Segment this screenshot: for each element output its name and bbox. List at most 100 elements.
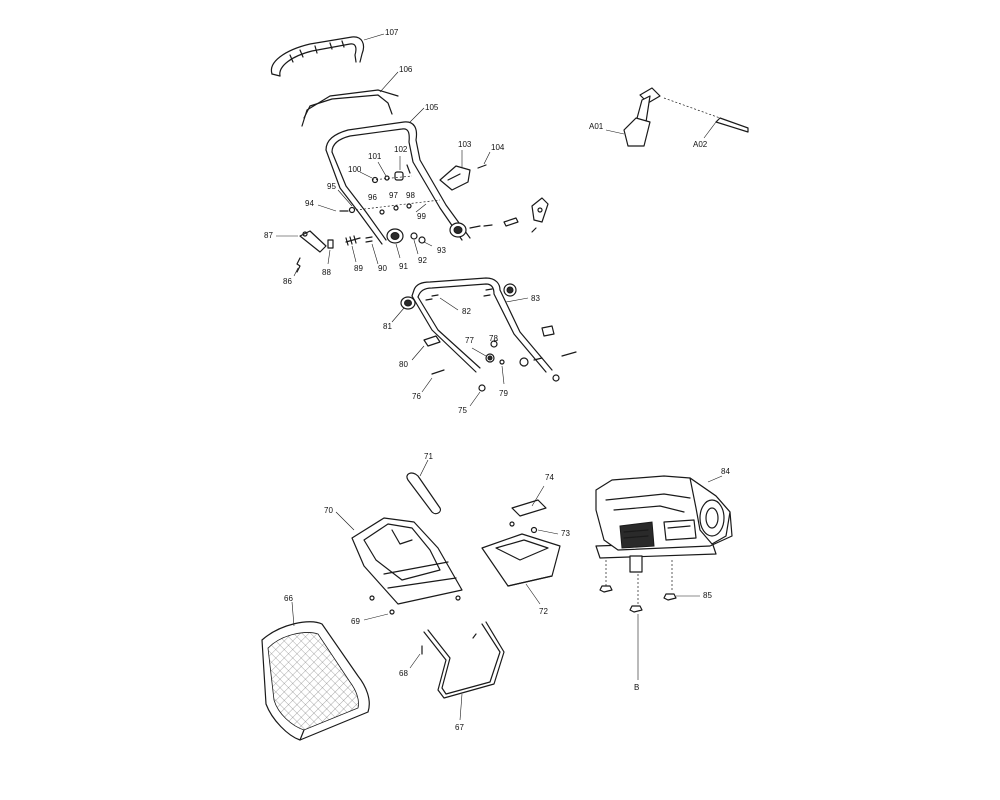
- callout-68: 68: [399, 669, 408, 678]
- callout-69: 69: [351, 617, 360, 626]
- nut-part[interactable]: [478, 384, 486, 392]
- bracket-part[interactable]: [394, 171, 404, 181]
- callout-B: B: [634, 683, 640, 692]
- callout-75: 75: [458, 406, 467, 415]
- callout-78: 78: [489, 334, 498, 343]
- screw-part[interactable]: [369, 595, 375, 601]
- washer-part[interactable]: [384, 175, 390, 181]
- screw-part[interactable]: [425, 294, 439, 301]
- screw-part[interactable]: [389, 609, 395, 615]
- callout-73: 73: [561, 529, 570, 538]
- callout-67: 67: [455, 723, 464, 732]
- grass-bag-part[interactable]: [261, 621, 370, 741]
- engine-bolt-part[interactable]: [599, 585, 613, 593]
- callout-A02: A02: [693, 140, 708, 149]
- callout-79: 79: [499, 389, 508, 398]
- callout-70: 70: [324, 506, 333, 515]
- wrench-bar-part[interactable]: [715, 117, 749, 133]
- nut-part[interactable]: [552, 374, 560, 382]
- screw-part[interactable]: [296, 257, 301, 273]
- bolt-part[interactable]: [365, 236, 373, 243]
- callout-82: 82: [462, 307, 471, 316]
- callout-71: 71: [424, 452, 433, 461]
- screw-part[interactable]: [531, 227, 537, 233]
- bolt-part[interactable]: [533, 351, 577, 361]
- lower-handle-part[interactable]: [411, 277, 553, 373]
- callout-86: 86: [283, 277, 292, 286]
- callout-101: 101: [368, 152, 382, 161]
- callout-100: 100: [348, 165, 362, 174]
- grass-catcher-cover-part[interactable]: [351, 517, 463, 605]
- nut-part[interactable]: [393, 205, 399, 211]
- engine-part[interactable]: [595, 475, 733, 573]
- callout-97: 97: [389, 191, 398, 200]
- callout-74: 74: [545, 473, 554, 482]
- screw-part[interactable]: [455, 595, 461, 601]
- callout-85: 85: [703, 591, 712, 600]
- callout-104: 104: [491, 143, 505, 152]
- knob-part[interactable]: [519, 357, 529, 367]
- nut-part[interactable]: [499, 359, 505, 365]
- spacer-block-part[interactable]: [541, 325, 555, 337]
- washer-part[interactable]: [410, 232, 418, 240]
- right-clamp-lever-part[interactable]: [531, 197, 549, 223]
- callout-A01: A01: [589, 122, 604, 131]
- callout-91: 91: [399, 262, 408, 271]
- grass-catcher-frame-part[interactable]: [423, 621, 505, 699]
- grass-catcher-handle-part[interactable]: [406, 472, 441, 515]
- engine-bolt-part[interactable]: [629, 605, 643, 613]
- nut-part[interactable]: [379, 209, 385, 215]
- handle-knob-part[interactable]: [386, 228, 404, 244]
- callout-103: 103: [458, 140, 472, 149]
- spring-part[interactable]: [503, 217, 519, 227]
- bolt-part[interactable]: [431, 369, 445, 375]
- callout-90: 90: [378, 264, 387, 273]
- spring-part[interactable]: [406, 164, 411, 174]
- callout-76: 76: [412, 392, 421, 401]
- screw-part[interactable]: [477, 164, 487, 169]
- screw-part[interactable]: [530, 526, 538, 534]
- deflector-plate-part[interactable]: [511, 499, 547, 517]
- clamp-lever-part[interactable]: [299, 230, 327, 253]
- upper-handle-part[interactable]: [325, 121, 471, 245]
- callout-96: 96: [368, 193, 377, 202]
- washer-part[interactable]: [490, 340, 498, 348]
- callout-88: 88: [322, 268, 331, 277]
- bolt-part[interactable]: [469, 224, 493, 229]
- callout-80: 80: [399, 360, 408, 369]
- callout-93: 93: [437, 246, 446, 255]
- screw-part[interactable]: [483, 288, 493, 297]
- callout-89: 89: [354, 264, 363, 273]
- callout-84: 84: [721, 467, 730, 476]
- callout-98: 98: [406, 191, 415, 200]
- handle-knob-part[interactable]: [449, 222, 467, 238]
- screw-part[interactable]: [509, 521, 515, 527]
- control-cable-part[interactable]: [301, 89, 399, 127]
- callout-81: 81: [383, 322, 392, 331]
- callout-99: 99: [417, 212, 426, 221]
- pin-part[interactable]: [345, 237, 361, 243]
- handle-grip-part[interactable]: [270, 36, 365, 77]
- callout-102: 102: [394, 145, 408, 154]
- nut-part[interactable]: [406, 203, 412, 209]
- washer-part[interactable]: [418, 236, 426, 244]
- handle-knob-part[interactable]: [503, 283, 517, 297]
- handle-knob-part[interactable]: [400, 296, 416, 310]
- spacer-part[interactable]: [327, 239, 334, 249]
- callout-66: 66: [284, 594, 293, 603]
- washer-part[interactable]: [348, 206, 356, 214]
- callout-107: 107: [385, 28, 399, 37]
- spacer-block-part[interactable]: [423, 335, 441, 347]
- callout-94: 94: [305, 199, 314, 208]
- spark-plug-wrench-part[interactable]: [623, 87, 661, 147]
- control-lever-part[interactable]: [439, 165, 471, 191]
- callout-106: 106: [399, 65, 413, 74]
- mulching-plug-part[interactable]: [481, 533, 561, 587]
- callout-77: 77: [465, 336, 474, 345]
- callout-95: 95: [327, 182, 336, 191]
- callout-87: 87: [264, 231, 273, 240]
- engine-bolt-part[interactable]: [663, 593, 677, 601]
- callout-105: 105: [425, 103, 439, 112]
